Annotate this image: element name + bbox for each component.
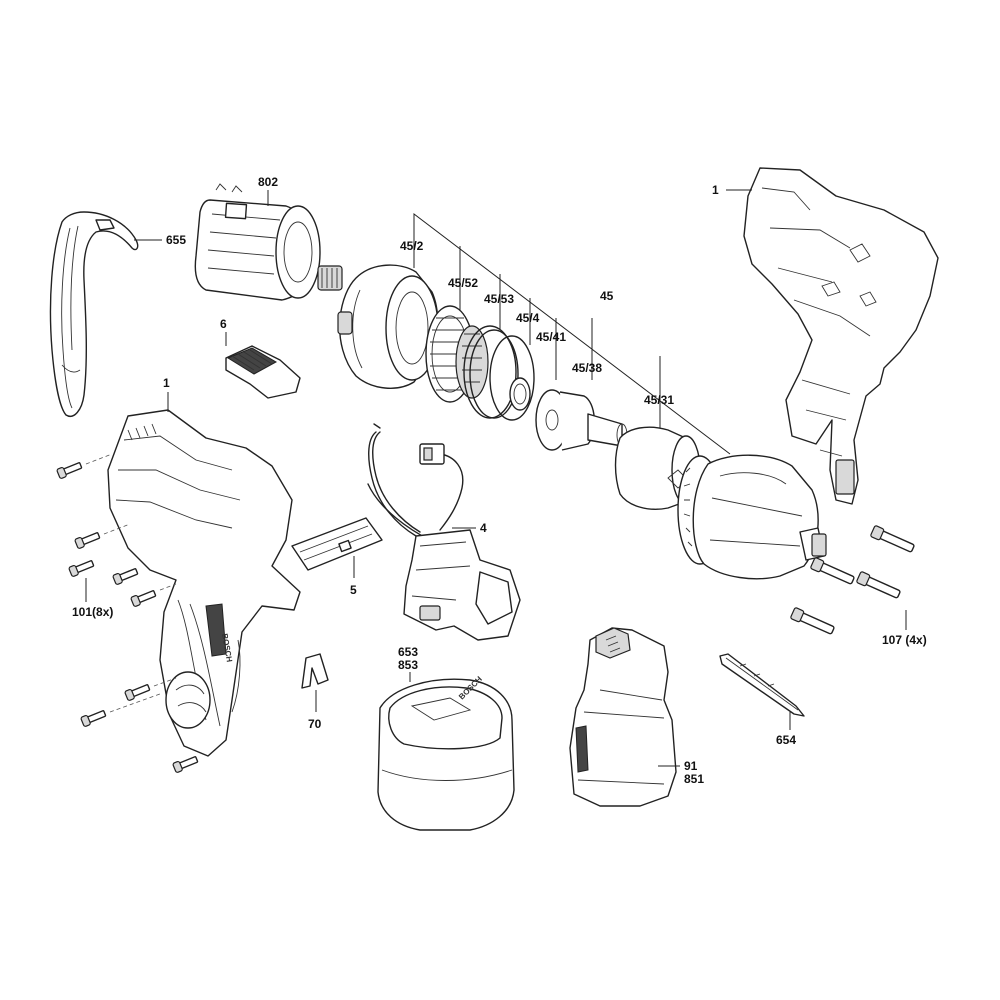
label-654: 654 [776, 733, 796, 747]
wiring-harness-part [367, 423, 464, 541]
label-45-53: 45/53 [484, 292, 514, 306]
switch-cover-part [225, 345, 301, 399]
label-101-8x: 101(8x) [72, 605, 113, 619]
ring-45-4-part [489, 335, 535, 421]
switch-part [403, 529, 521, 641]
motor-part [194, 183, 343, 301]
wrist-strap-part [49, 211, 139, 417]
battery-part [569, 627, 677, 807]
label-45: 45 [600, 289, 614, 303]
label-45-31: 45/31 [644, 393, 674, 407]
label-70: 70 [308, 717, 322, 731]
label-853: 853 [398, 658, 418, 672]
label-45-2: 45/2 [400, 239, 424, 253]
slide-part [291, 517, 383, 571]
label-45-4: 45/4 [516, 311, 540, 325]
washer-45-41-part [509, 377, 531, 411]
label-107-4x: 107 (4x) [882, 633, 927, 647]
screws-101-group [56, 453, 199, 773]
gear-assembly-bracket [413, 212, 731, 455]
bit-part [719, 653, 805, 717]
charger-part: BOSCH [377, 674, 515, 831]
right-housing-part [743, 167, 939, 505]
label-45-38: 45/38 [572, 361, 602, 375]
clip-part [301, 653, 329, 689]
label-802: 802 [258, 175, 278, 189]
gear-housing-part [337, 264, 439, 389]
label-653: 653 [398, 645, 418, 659]
spindle-part [535, 389, 628, 451]
label-1-right: 1 [712, 183, 719, 197]
label-1-left: 1 [163, 376, 170, 390]
label-851: 851 [684, 772, 704, 786]
left-housing-part [107, 409, 301, 757]
label-5: 5 [350, 583, 357, 597]
label-45-52: 45/52 [448, 276, 478, 290]
label-655: 655 [166, 233, 186, 247]
anvil-housing-part [677, 454, 827, 580]
screws-107-group [790, 525, 915, 635]
label-4: 4 [480, 521, 487, 535]
planet-carrier-part [455, 325, 489, 399]
label-91: 91 [684, 759, 698, 773]
label-6: 6 [220, 317, 227, 331]
label-45-41: 45/41 [536, 330, 566, 344]
